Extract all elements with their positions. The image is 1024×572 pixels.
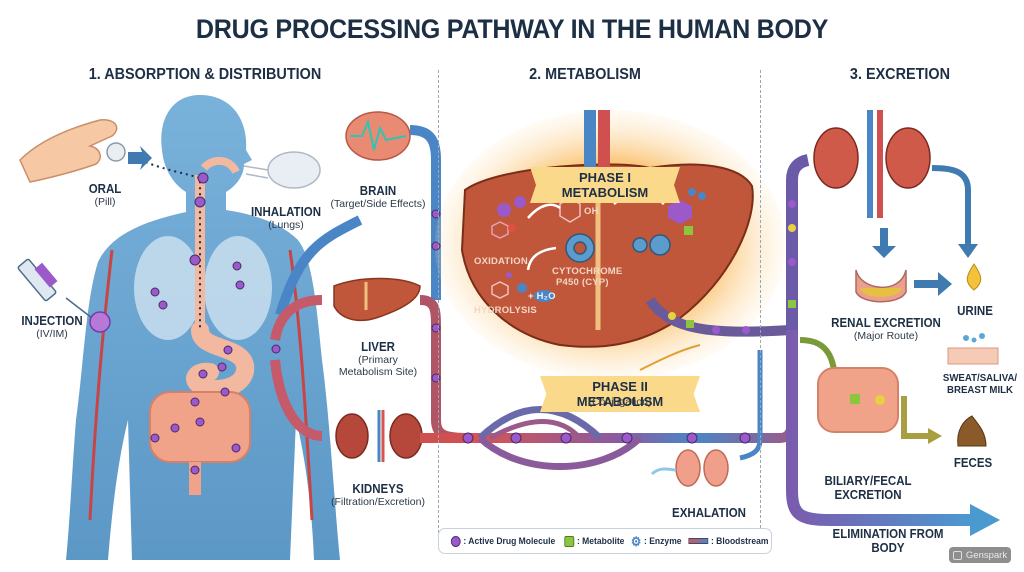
lung-left [134, 236, 202, 340]
liver-small-illustration [333, 277, 421, 322]
syringe-illustration [17, 258, 111, 333]
label-injection: INJECTION (IV/IM) [21, 314, 83, 341]
label-renal-excretion: RENAL EXCRETION (Major Route) [831, 316, 941, 343]
skin-sweat-illustration [947, 333, 999, 365]
bladder-illustration [855, 269, 952, 303]
label-kidneys: KIDNEYS (Filtration/Excretion) [331, 482, 425, 509]
brain-illustration [345, 111, 411, 161]
liver-large-illustration [435, 110, 785, 380]
phase2-arrow [639, 344, 701, 371]
label-inhalation: INHALATION (Lungs) [250, 205, 322, 232]
metabolite-icon [564, 535, 575, 547]
bloodstream-icon [688, 538, 709, 544]
kidneys-small-illustration [335, 410, 423, 462]
sparkle-icon [952, 550, 962, 560]
label-feces: FECES [953, 456, 993, 470]
label-biliary: BILIARY/FECAL EXCRETION [824, 474, 912, 503]
label-oxidation: OXIDATION [474, 256, 528, 267]
phase1-banner: PHASE I METABOLISM [530, 167, 680, 203]
label-p450: P450 (CYP) [556, 277, 609, 288]
section-title-excretion: 3. EXCRETION [849, 66, 951, 83]
page-title: DRUG PROCESSING PATHWAY IN THE HUMAN BOD… [195, 14, 829, 44]
label-urine: URINE [957, 304, 993, 318]
excretion-trunk [786, 154, 1000, 536]
feces-icon [957, 415, 987, 447]
active-drug-molecule-icon [450, 535, 461, 547]
label-oh: OH [584, 206, 599, 217]
hand-pill-illustration [19, 119, 152, 183]
legend-item-metabolite: : Metabolite [564, 535, 625, 547]
phase2-banner: PHASE II METABOLISM [540, 376, 700, 412]
label-exhalation: EXHALATION [672, 506, 746, 520]
watermark-badge: Genspark [949, 547, 1011, 563]
label-water: + H₂O [528, 291, 556, 302]
enzyme-gears [565, 233, 671, 263]
section-divider-1 [438, 70, 439, 548]
label-oral: ORAL (Pill) [88, 182, 122, 209]
label-cytochrome: CYTOCHROME [552, 266, 623, 277]
pill-icon [106, 142, 126, 162]
label-sweat: SWEAT/SALIVA/ BREAST MILK [942, 372, 1018, 397]
legend-item-enzyme: ⚙ : Enzyme [630, 533, 682, 549]
label-liver: LIVER (Primary Metabolism Site) [338, 340, 418, 379]
phase1-molecules [491, 188, 706, 302]
urine-drop-icon [966, 263, 982, 291]
section-title-absorption: 1. ABSORPTION & DISTRIBUTION [88, 66, 322, 83]
metabolite-pipe [645, 297, 791, 337]
exhalation-lungs-illustration [650, 350, 763, 487]
arrow-icon [128, 146, 152, 170]
legend-item-active-drug: : Active Drug Molecule [450, 535, 555, 547]
distribution-bloodstream [270, 125, 471, 443]
section-divider-2 [760, 70, 761, 548]
label-elimination: ELIMINATION FROM BODY [832, 527, 944, 556]
colon-illustration [817, 367, 942, 444]
kidneys-large-illustration [813, 110, 978, 258]
legend-item-bloodstream: : Bloodstream [688, 536, 769, 547]
section-title-metabolism: 2. METABOLISM [529, 66, 641, 83]
injection-site-icon [89, 311, 111, 333]
label-hydrolysis: HYDROLYSIS [474, 305, 537, 316]
label-brain: BRAIN (Target/Side Effects) [330, 184, 426, 211]
label-conjugation: (Conjugation) [588, 396, 652, 408]
elimination-arrow-head [970, 504, 1000, 536]
inhalation-cloud-illustration [243, 151, 321, 189]
enzyme-icon: ⚙ [630, 533, 642, 549]
legend: : Active Drug Molecule : Metabolite ⚙ : … [438, 528, 772, 554]
